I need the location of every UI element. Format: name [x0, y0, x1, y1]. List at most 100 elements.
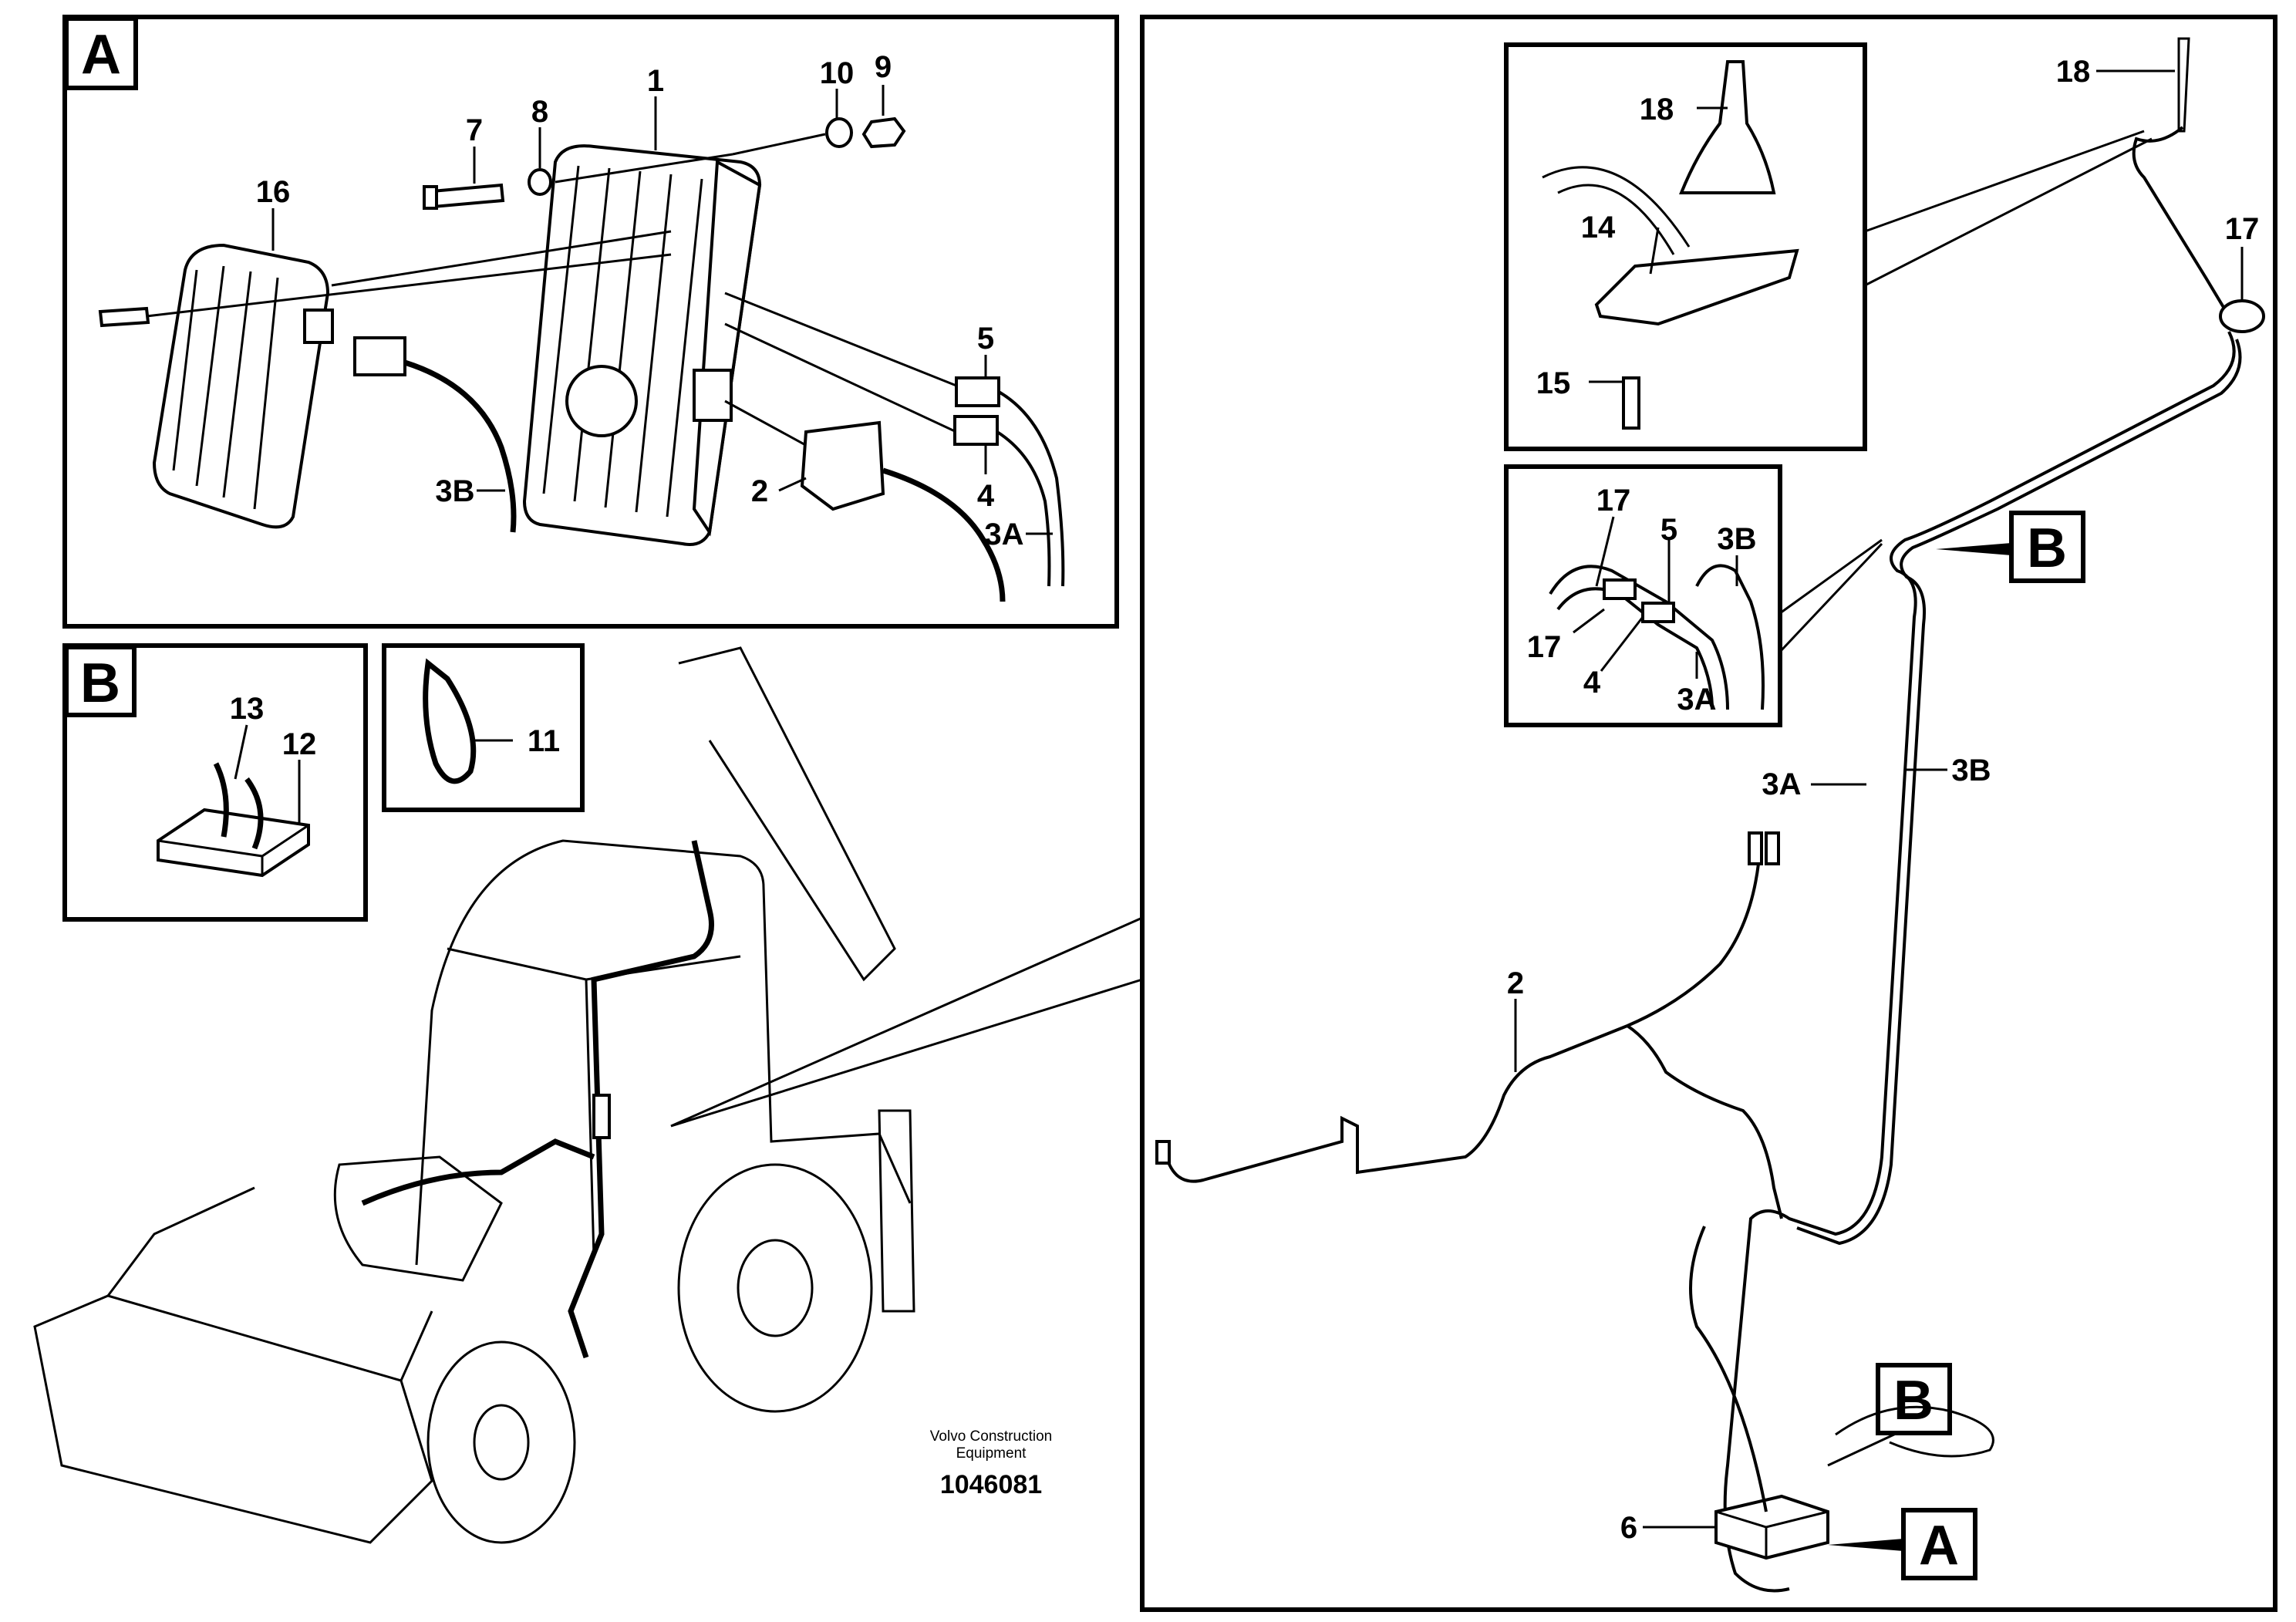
connector-4 [953, 415, 999, 446]
assembly-line-3 [555, 153, 733, 184]
panel-a-letter-box [64, 16, 138, 90]
front-wheel [426, 1340, 576, 1544]
callout-12: 12 [282, 727, 317, 761]
leader-13 [234, 724, 248, 780]
clip-base-12 [157, 808, 310, 878]
tie-strap-11 [423, 658, 477, 784]
leader-4-inset [1600, 616, 1644, 672]
cable-4 [996, 430, 1051, 587]
callout-8: 8 [531, 95, 548, 129]
leader-17a [1595, 516, 1615, 587]
ref-box-b-top: B [1936, 511, 2085, 583]
callout-17: 17 [2225, 212, 2260, 246]
rear-hub [737, 1239, 814, 1337]
antenna-cable [2132, 126, 2230, 318]
antenna-inset [1504, 42, 1867, 451]
pointer-to-machine [670, 916, 1143, 1128]
callout-17-inset-top: 17 [1596, 484, 1631, 518]
callout-5-inset: 5 [1660, 513, 1677, 547]
callout-10: 10 [820, 56, 855, 90]
svg-text:B: B [2027, 518, 2067, 579]
inset-cable-b [1556, 587, 1714, 710]
front-hub [473, 1404, 530, 1481]
antenna-inset-cable [1542, 166, 1691, 255]
svg-text:A: A [1919, 1515, 1959, 1576]
control-unit-6 [1714, 1494, 1829, 1560]
callout-4: 4 [977, 479, 995, 513]
svg-text:B: B [1893, 1370, 1934, 1431]
panel-main: 18 14 15 17 5 3B 17 4 3A 18 17 [670, 15, 2277, 1612]
cable-tie-13 [213, 762, 264, 850]
panel-tie-frame [382, 643, 585, 812]
inset-connector-4 [1641, 602, 1675, 623]
ref-box-a: A [1828, 1508, 1977, 1580]
assembly-line-2 [146, 253, 672, 318]
bolt-7-head [423, 185, 438, 210]
callout-2: 2 [1507, 966, 1524, 1000]
control-unit-6-edges [1715, 1510, 1829, 1558]
bracket-14 [1594, 248, 1799, 326]
callout-1: 1 [647, 64, 664, 98]
callout-2: 2 [751, 474, 768, 508]
callout-4-inset: 4 [1583, 666, 1601, 700]
callout-6: 6 [1620, 1511, 1637, 1545]
rear-wheel [677, 1163, 873, 1413]
callout-3b-inset: 3B [1717, 522, 1756, 556]
bucket [33, 1294, 433, 1544]
antenna-18-mast [1679, 60, 1776, 194]
callout-13: 13 [230, 692, 265, 726]
document-number: 1046081 [940, 1470, 1042, 1499]
harness-2 [1163, 863, 1760, 1183]
callout-15: 15 [1536, 366, 1571, 400]
callout-9: 9 [875, 50, 892, 84]
gps-17 [2219, 299, 2265, 333]
inset-cable-3b [1695, 564, 1765, 710]
connector-3b [353, 336, 406, 376]
callout-18-inset: 18 [1640, 93, 1674, 126]
part-16-cover [152, 243, 334, 529]
connector-2-plug-a [1748, 831, 1763, 865]
cable-3b [403, 359, 517, 533]
assembly-line-7 [724, 400, 811, 449]
leader-2 [778, 477, 807, 492]
assembly-line-6 [724, 322, 957, 433]
panel-main-frame [1140, 15, 2277, 1612]
cable-5 [997, 390, 1065, 587]
washer-8 [528, 168, 552, 196]
loader-arm [106, 1186, 433, 1381]
panel-tie: 11 [382, 643, 585, 812]
callout-7: 7 [466, 113, 483, 147]
callout-5: 5 [977, 322, 994, 356]
credit-line-2: Equipment [956, 1445, 1027, 1462]
backhoe-loader-illustration [33, 646, 915, 1544]
panel-b-letter-box [64, 645, 137, 717]
part-1-control-unit [522, 144, 762, 546]
callout-16: 16 [256, 175, 291, 209]
connector-inset-pointer [1778, 538, 1883, 653]
callout-3a: 3A [1762, 767, 1801, 801]
inset-cable-a [1549, 565, 1729, 710]
harness-loop [1689, 1226, 1768, 1512]
leader-14 [1649, 227, 1660, 275]
connector-inset [1504, 464, 1782, 727]
control-unit-location [592, 1094, 611, 1139]
screw-15 [1622, 376, 1640, 430]
clip-base-edges [157, 824, 309, 875]
panel-b-frame [62, 643, 368, 922]
cab-outline [415, 839, 912, 1266]
harness-roof [568, 840, 714, 1359]
connector-5 [955, 376, 1000, 407]
harness-3b [1796, 339, 2242, 1246]
stabilizer [878, 1109, 915, 1313]
harness-2-branch [1626, 1024, 1783, 1219]
callout-17-inset-bottom: 17 [1527, 630, 1562, 664]
callout-3a-inset: 3A [1677, 683, 1716, 717]
callout-3b: 3B [1951, 754, 1991, 787]
panel-a: A [62, 15, 1119, 629]
washer-10 [825, 117, 853, 148]
credit-line-1: Volvo Construction [930, 1428, 1052, 1445]
assembly-line-1 [331, 230, 672, 287]
connector-2-end [1155, 1140, 1171, 1165]
callout-3a: 3A [984, 518, 1023, 551]
